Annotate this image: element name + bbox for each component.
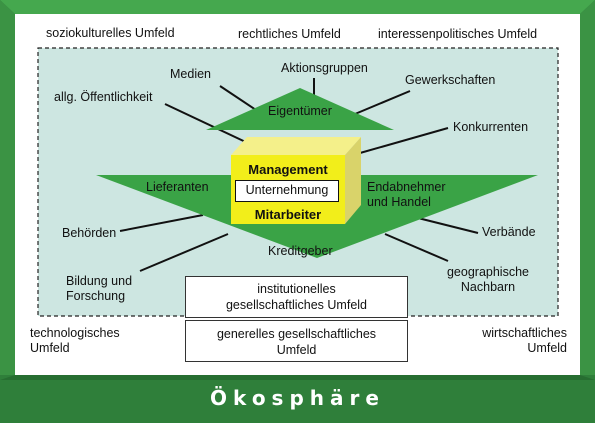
frame-bevel-top (0, 0, 595, 14)
line-gewerkschaften (354, 90, 411, 115)
frame-bevel-right (580, 0, 595, 423)
label-konkurrenten: Konkurrenten (453, 120, 529, 134)
label-aktionsgruppen: Aktionsgruppen (281, 61, 368, 75)
label-behoerden: Behörden (62, 226, 117, 240)
oekosphaere-title: Ökosphäre (210, 386, 385, 410)
frame-bevel-left (0, 0, 15, 423)
label-technologisch: technologisches Umfeld (30, 326, 120, 355)
label-oeffentlichkeit: allg. Öffentlichkeit (54, 90, 153, 104)
box-generelles-umfeld: generelles gesellschaftliches Umfeld (185, 320, 408, 362)
cube-side (345, 137, 361, 224)
line-bildung (139, 233, 229, 272)
line-oeffentlichkeit (164, 103, 253, 146)
line-nachbarn (384, 233, 449, 262)
label-rechtlich: rechtliches Umfeld (238, 27, 341, 41)
label-eigentuemer: Eigentümer (268, 104, 332, 118)
label-mitarbeiter: Mitarbeiter (254, 207, 322, 222)
label-geographische-nachbarn: geographische Nachbarn (446, 265, 529, 294)
box-unternehmung: Unternehmung (235, 180, 339, 202)
label-interessenpolitisch: interessenpolitisches Umfeld (378, 27, 538, 41)
triangle-upper (206, 88, 394, 130)
label-lieferanten: Lieferanten (146, 180, 209, 194)
oekosphaere-band (0, 375, 595, 423)
label-gewerkschaften: Gewerkschaften (405, 73, 496, 87)
label-medien: Medien (170, 67, 211, 81)
label-endabnehmer: Endabnehmer und Handel (367, 180, 446, 209)
box-institutionelles-umfeld: institutionelles gesellschaftliches Umfe… (185, 276, 408, 318)
band-shade (0, 375, 595, 380)
label-kreditgeber: Kreditgeber (268, 244, 333, 258)
label-wirtschaftlich: wirtschaftliches Umfeld (482, 326, 567, 355)
label-soziokulturell: soziokulturelles Umfeld (46, 26, 175, 40)
label-verbaende: Verbände (482, 225, 536, 239)
label-management: Management (248, 162, 328, 177)
label-bildung-forschung: Bildung und Forschung (66, 274, 133, 303)
line-behoerden (119, 214, 204, 232)
line-konkurrenten (359, 127, 449, 154)
cube-top (231, 137, 361, 155)
